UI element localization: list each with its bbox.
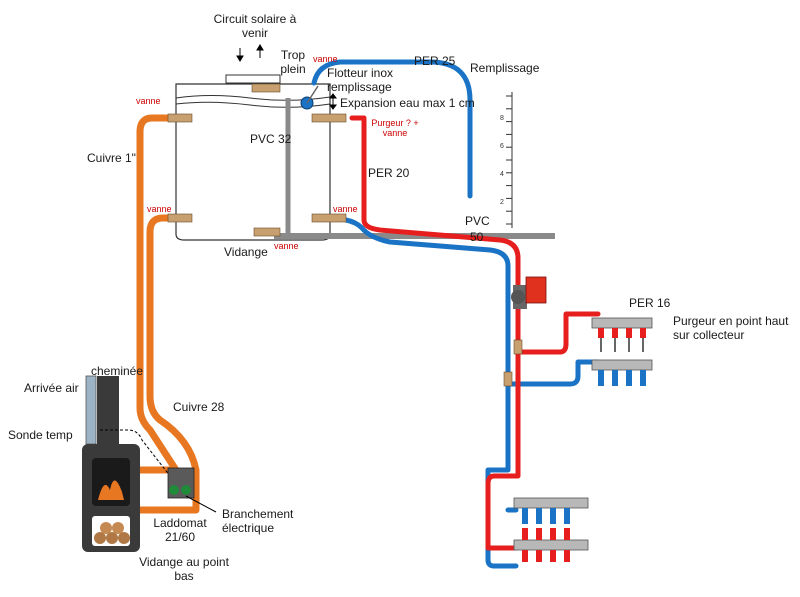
label-per25: PER 25 — [414, 54, 456, 68]
label-trop-plein: Trop plein — [280, 48, 306, 76]
label-expansion: Expansion eau max 1 cm — [340, 96, 475, 110]
valve-label-top-left: vanne — [136, 96, 161, 106]
pvc-pipes — [274, 98, 555, 239]
label-vidange: Vidange — [224, 245, 268, 259]
label-per16: PER 16 — [629, 296, 671, 310]
label-purgeur-collecteur: Purgeur en point haut sur collecteur — [673, 314, 789, 342]
label-remplissage: Remplissage — [470, 61, 540, 75]
cold-pipes — [311, 59, 601, 569]
valve-label-top-pipe: vanne — [313, 54, 338, 64]
label-arrivee-air: Arrivée air — [24, 381, 79, 395]
label-pvc50-a: PVC — [465, 214, 490, 228]
label-vidange-point-bas: Vidange au point bas — [139, 555, 229, 583]
laddomat-unit — [167, 467, 217, 513]
gauge-tick-label: 6 — [500, 143, 504, 150]
temp-sensor-wire — [100, 429, 171, 477]
riser-valves — [503, 339, 523, 387]
hot-pipes — [349, 115, 601, 551]
wood-stove — [82, 444, 140, 552]
circulator-pump — [511, 276, 547, 309]
label-branchement: Branchement électrique — [222, 507, 294, 535]
label-cuivre1: Cuivre 1" — [87, 151, 136, 165]
solar-arrows — [236, 44, 337, 110]
label-cheminee: cheminée — [91, 364, 144, 378]
label-laddomat: Laddomat 21/60 — [153, 516, 207, 544]
gauge-tick-label: 2 — [500, 199, 504, 206]
chimney — [85, 375, 119, 445]
valve-label-bottom: vanne — [274, 241, 299, 251]
level-gauge: 8 6 4 2 — [500, 92, 513, 228]
label-sonde-temp: Sonde temp — [8, 428, 73, 442]
tank-fittings — [167, 83, 347, 237]
valve-label-mid-left: vanne — [147, 204, 172, 214]
manifold-bottom — [513, 497, 589, 562]
gauge-tick-label: 8 — [500, 115, 504, 122]
label-pvc50-b: 50 — [470, 230, 484, 244]
label-purgeur-vanne: Purgeur ? + vanne — [371, 118, 419, 138]
label-pvc32: PVC 32 — [250, 132, 292, 146]
label-per20: PER 20 — [368, 166, 410, 180]
label-flotteur: Flotteur inox remplissage — [327, 66, 394, 94]
valve-label-mid-right: vanne — [333, 204, 358, 214]
gauge-tick-label: 4 — [500, 171, 504, 178]
manifold-top — [591, 317, 653, 386]
label-circuit-solaire: Circuit solaire à venir — [213, 12, 297, 40]
label-cuivre28: Cuivre 28 — [173, 400, 225, 414]
